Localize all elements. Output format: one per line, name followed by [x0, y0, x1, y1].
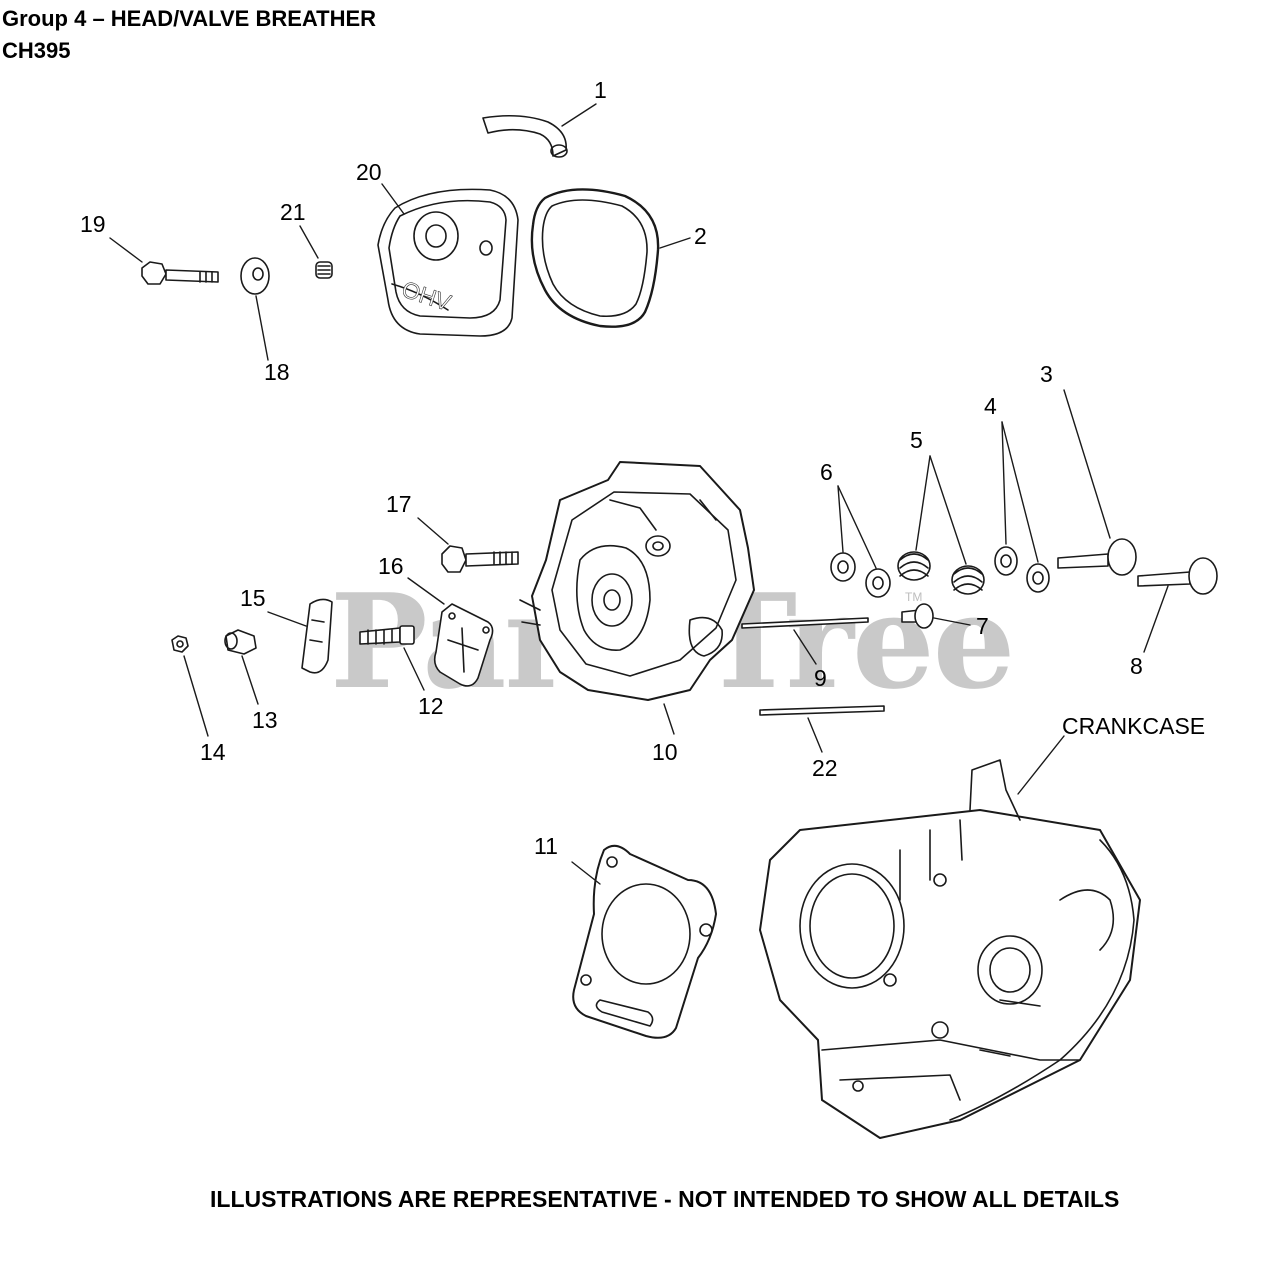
callout-3[interactable]: 3	[1040, 361, 1053, 387]
part-14-nut[interactable]	[171, 635, 189, 653]
crankcase[interactable]	[759, 759, 1141, 1139]
part-8-exhaust-valve[interactable]	[1137, 557, 1218, 595]
callout-7[interactable]: 7	[976, 613, 989, 639]
callout-15[interactable]: 15	[240, 585, 266, 611]
callout-22[interactable]: 22	[812, 755, 838, 781]
part-19-bolt[interactable]	[141, 261, 219, 285]
callout-5[interactable]: 5	[910, 427, 923, 453]
part-1-breather-tube[interactable]	[482, 114, 568, 158]
callout-1[interactable]: 1	[594, 77, 607, 103]
footer-disclaimer: ILLUSTRATIONS ARE REPRESENTATIVE - NOT I…	[210, 1186, 1120, 1212]
part-6-retainers[interactable]	[830, 552, 891, 598]
callout-crankcase[interactable]: CRANKCASE	[1062, 713, 1205, 739]
part-16-guide-plate[interactable]	[433, 603, 494, 687]
callout-14[interactable]: 14	[200, 739, 226, 765]
part-18-washer[interactable]	[240, 257, 270, 295]
callout-11[interactable]: 11	[534, 833, 558, 859]
callout-19[interactable]: 19	[80, 211, 106, 237]
callout-18[interactable]: 18	[264, 359, 290, 385]
callout-2[interactable]: 2	[694, 223, 707, 249]
part-3-intake-valve[interactable]	[1057, 538, 1137, 576]
part-12-rocker-stud[interactable]	[359, 625, 415, 645]
page-title: Group 4 – HEAD/VALVE BREATHER	[2, 6, 377, 31]
part-7-valve-guide[interactable]	[901, 603, 934, 629]
callout-4[interactable]: 4	[984, 393, 997, 419]
callout-9[interactable]: 9	[814, 665, 827, 691]
callout-8[interactable]: 8	[1130, 653, 1143, 679]
callout-16[interactable]: 16	[378, 553, 404, 579]
model-number: CH395	[2, 38, 71, 63]
watermark-trademark: TM	[905, 590, 923, 604]
callout-21[interactable]: 21	[280, 199, 306, 225]
callout-10[interactable]: 10	[652, 739, 678, 765]
part-9-push-rod[interactable]	[741, 617, 869, 629]
leader-lines	[109, 103, 1169, 885]
callout-6[interactable]: 6	[820, 459, 833, 485]
part-21-grommet[interactable]	[315, 261, 333, 279]
callout-12[interactable]: 12	[418, 693, 444, 719]
part-20-valve-cover[interactable]: OHV	[377, 188, 519, 337]
part-15-rocker-arm[interactable]	[301, 598, 333, 674]
callout-20[interactable]: 20	[356, 159, 382, 185]
part-10-cylinder-head[interactable]	[519, 461, 755, 701]
part-2-gasket[interactable]	[530, 188, 660, 328]
part-4-valve-caps[interactable]	[994, 546, 1050, 593]
part-5-valve-springs[interactable]	[897, 551, 985, 595]
part-17-head-bolt[interactable]	[441, 545, 519, 573]
callout-13[interactable]: 13	[252, 707, 278, 733]
callout-17[interactable]: 17	[386, 491, 412, 517]
part-13-pivot[interactable]	[224, 629, 257, 655]
part-11-head-gasket[interactable]	[572, 844, 717, 1039]
part-22-push-rod[interactable]	[759, 705, 885, 716]
